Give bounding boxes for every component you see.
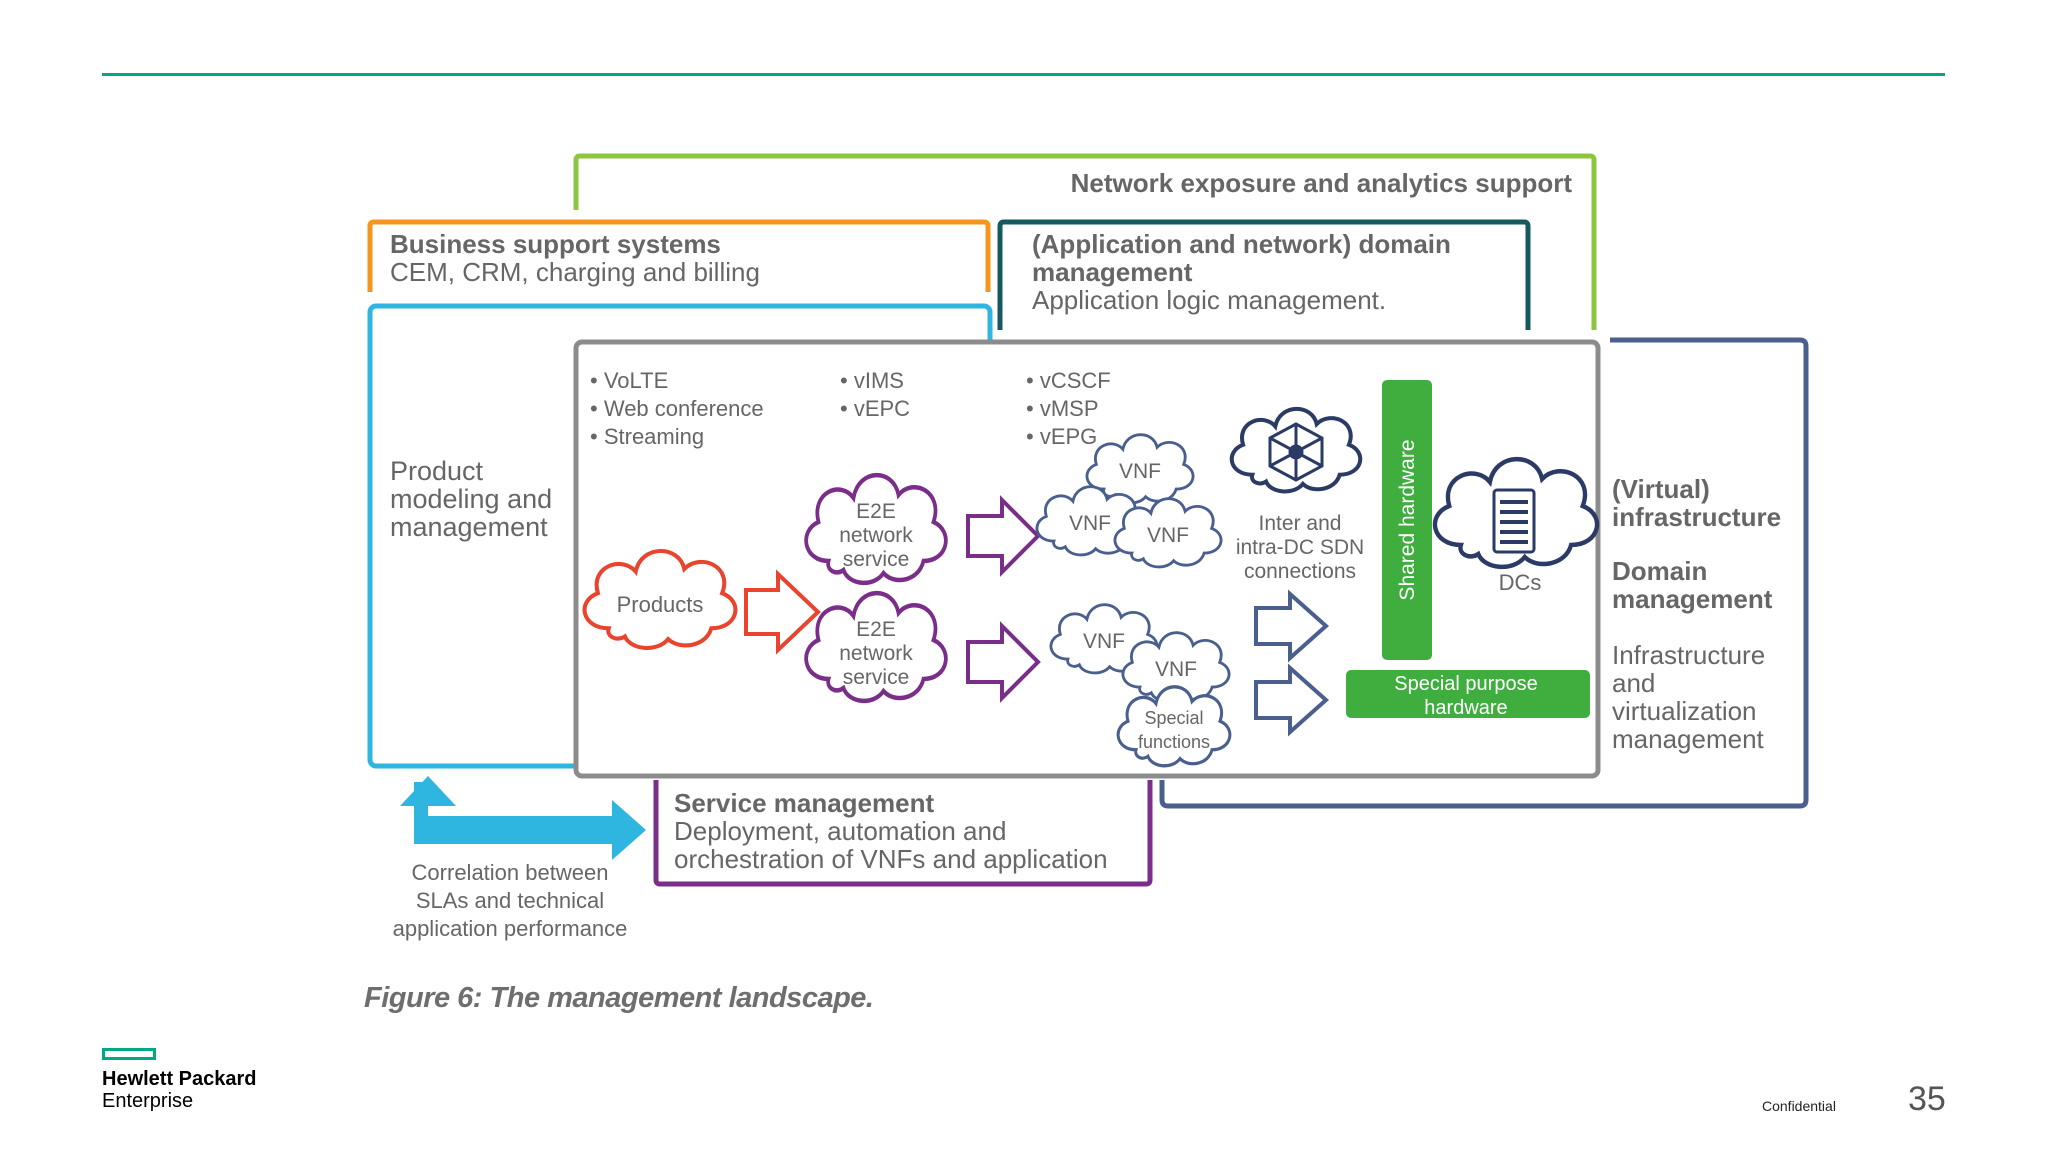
- service-mgmt-line2: orchestration of VNFs and application: [674, 844, 1108, 874]
- arrow-icon: [744, 569, 821, 655]
- service-list-3-item-1: • vMSP: [1026, 396, 1099, 421]
- arrow-icon: [1254, 589, 1330, 663]
- product-mgmt-line1: Product: [390, 456, 484, 486]
- sdn-line1: Inter and: [1259, 512, 1342, 535]
- infra-virt-2: and: [1612, 668, 1655, 698]
- e2e-1-line2: network: [839, 524, 913, 547]
- domain-management-label-1: Domain: [1612, 556, 1707, 586]
- arrow-icon: [966, 621, 1041, 703]
- vnf-label: VNF: [1147, 524, 1189, 547]
- analytics-title: Network exposure and analytics support: [1071, 168, 1573, 198]
- arrow-icon: [1254, 663, 1330, 737]
- sdn-line2: intra-DC SDN: [1236, 536, 1364, 559]
- service-list-2: • vIMS • vEPC: [840, 368, 910, 421]
- product-mgmt-line2: modeling and: [390, 484, 552, 514]
- correlation-line1: Correlation between: [412, 860, 609, 885]
- vnf-label: VNF: [1069, 512, 1111, 535]
- service-list-2-item-1: • vEPC: [840, 396, 910, 421]
- sdn-line3: connections: [1244, 560, 1356, 583]
- e2e-2-line1: E2E: [856, 618, 896, 641]
- correlation-line2: SLAs and technical: [416, 888, 604, 913]
- e2e-1-line3: service: [843, 548, 910, 571]
- hpe-logo: Hewlett Packard Enterprise: [102, 1048, 257, 1112]
- domain-mgmt-frame: [997, 219, 1531, 330]
- correlation-arrow-icon: [400, 776, 646, 860]
- page-number: 35: [1908, 1080, 1946, 1118]
- service-list-1-item-1: • Web conference: [590, 396, 764, 421]
- vnf-label: VNF: [1155, 658, 1197, 681]
- network-mesh-icon: [1268, 422, 1324, 482]
- bss-title: Business support systems: [390, 229, 721, 259]
- service-mgmt-title: Service management: [674, 788, 934, 818]
- e2e-2-line2: network: [839, 642, 913, 665]
- service-list-1-item-2: • Streaming: [590, 424, 704, 449]
- analytics-frame: [573, 153, 1597, 330]
- infra-virt-1: Infrastructure: [1612, 640, 1765, 670]
- special-hardware-line2: hardware: [1424, 697, 1507, 719]
- hpe-logo-mark-icon: [102, 1048, 156, 1060]
- special-hardware-line1: Special purpose: [1394, 673, 1537, 695]
- domain-mgmt-title-1: (Application and network) domain: [1032, 229, 1451, 259]
- infra-virt-4: management: [1612, 724, 1765, 754]
- domain-mgmt-title-2: management: [1032, 257, 1193, 287]
- shared-hardware-label: Shared hardware: [1396, 439, 1419, 600]
- special-functions-line2: functions: [1138, 732, 1210, 752]
- header-divider: [102, 73, 1945, 76]
- special-functions-line1: Special: [1144, 708, 1203, 728]
- service-mgmt-frame: [653, 780, 1153, 887]
- bss-frame: [367, 219, 991, 292]
- e2e-1-line1: E2E: [856, 500, 896, 523]
- service-mgmt-line1: Deployment, automation and: [674, 816, 1006, 846]
- dcs-label: DCs: [1499, 570, 1542, 595]
- infra-title-1: (Virtual): [1612, 474, 1710, 504]
- figure-caption: Figure 6: The management landscape.: [364, 982, 874, 1014]
- service-list-1: • VoLTE • Web conference • Streaming: [590, 368, 764, 449]
- confidential-label: Confidential: [1762, 1098, 1836, 1114]
- products-label: Products: [617, 592, 704, 617]
- service-list-3-item-0: • vCSCF: [1026, 368, 1111, 393]
- service-list-2-item-0: • vIMS: [840, 368, 904, 393]
- infra-virt-3: virtualization: [1612, 696, 1757, 726]
- server-icon: [1492, 488, 1536, 554]
- service-list-3-item-2: • vEPG: [1026, 424, 1097, 449]
- domain-mgmt-subtitle: Application logic management.: [1032, 285, 1386, 315]
- service-list-1-item-0: • VoLTE: [590, 368, 668, 393]
- vnf-label: VNF: [1083, 630, 1125, 653]
- arrow-icon: [966, 495, 1041, 577]
- logo-line2: Enterprise: [102, 1090, 194, 1112]
- correlation-line3: application performance: [393, 916, 628, 941]
- infra-frame: [1159, 337, 1809, 809]
- logo-line1: Hewlett Packard: [102, 1068, 257, 1090]
- domain-management-label-2: management: [1612, 584, 1773, 614]
- product-mgmt-line3: management: [390, 512, 548, 542]
- infra-title-2: infrastructure: [1612, 502, 1781, 532]
- service-list-3: • vCSCF • vMSP • vEPG: [1026, 368, 1111, 449]
- special-hardware-bar: [1346, 670, 1590, 718]
- vnf-label: VNF: [1119, 460, 1161, 483]
- e2e-2-line3: service: [843, 666, 910, 689]
- shared-hardware-bar: [1382, 380, 1432, 660]
- bss-subtitle: CEM, CRM, charging and billing: [390, 257, 760, 287]
